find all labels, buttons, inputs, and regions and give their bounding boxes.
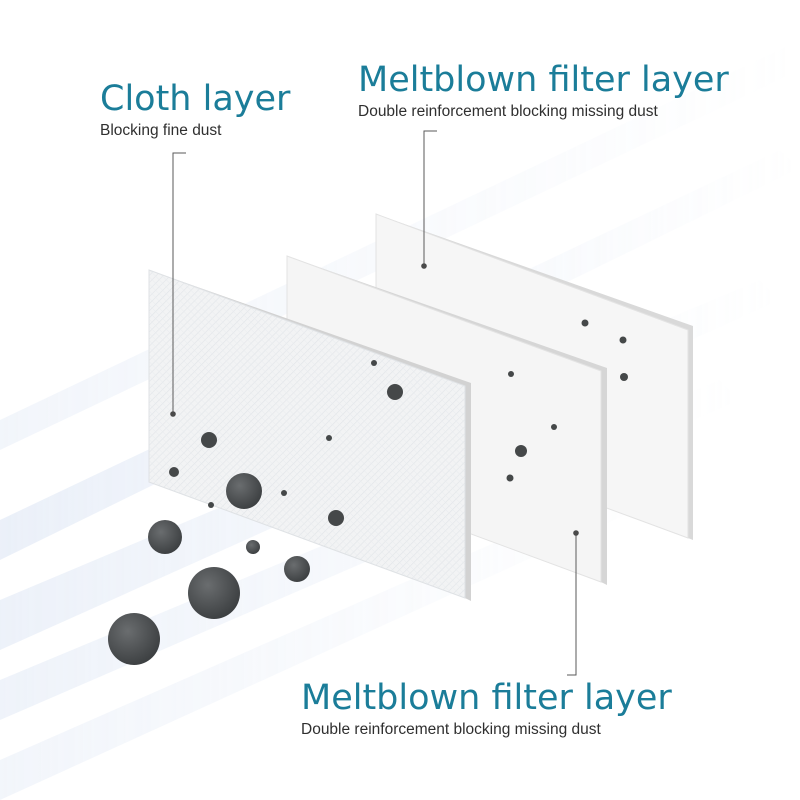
particle	[508, 371, 514, 377]
particle	[620, 373, 628, 381]
label-meltblown-filter-layer-back: Meltblown filter layer Double reinforcem…	[358, 60, 729, 122]
particle	[551, 424, 557, 430]
leader-line-meltblown-middle	[567, 533, 577, 676]
label-meltblown-filter-layer-middle: Meltblown filter layer Double reinforcem…	[301, 678, 672, 740]
particle	[201, 432, 217, 448]
leader-lines	[172, 130, 577, 676]
label-subtitle: Blocking fine dust	[100, 122, 222, 139]
particle	[188, 567, 240, 619]
label-title: Meltblown filter layer	[301, 678, 672, 718]
dust-particles	[108, 473, 310, 665]
particle	[328, 510, 344, 526]
particle	[581, 319, 589, 327]
label-title: Cloth layer	[100, 79, 291, 119]
leader-dot	[170, 411, 176, 417]
airflow-streak	[0, 470, 680, 800]
label-subtitle: Double reinforcement blocking missing du…	[358, 103, 658, 120]
leader-dot	[421, 263, 427, 269]
particle	[284, 556, 310, 582]
particle	[371, 360, 377, 366]
leader-dot	[573, 530, 579, 536]
leader-line-meltblown-back	[423, 130, 437, 265]
label-title: Meltblown filter layer	[358, 60, 729, 100]
particle	[169, 467, 179, 477]
particle	[326, 435, 332, 441]
layer-face	[148, 269, 466, 599]
particle	[387, 384, 403, 400]
label-cloth-layer: Cloth layer Blocking fine dust	[100, 79, 290, 141]
particle	[208, 502, 214, 508]
particle	[281, 490, 287, 496]
label-subtitle: Double reinforcement blocking missing du…	[301, 721, 601, 738]
leader-line-cloth	[172, 152, 186, 414]
particle	[515, 445, 527, 457]
particle	[506, 474, 514, 482]
particle	[619, 336, 627, 344]
particle	[226, 473, 262, 509]
particle	[108, 613, 160, 665]
particle	[246, 540, 260, 554]
cloth-layer	[148, 269, 471, 601]
particle	[148, 520, 182, 554]
